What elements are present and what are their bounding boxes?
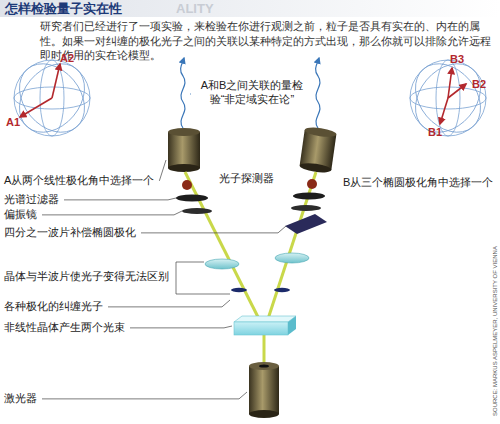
part-label: 晶体与半波片使光子变得无法区别 (3, 270, 170, 284)
photon-detector (168, 128, 200, 172)
photon (307, 179, 317, 189)
leader-line (108, 300, 230, 307)
measurement-note: A和B之间关联的量检验“非定域实在论” (191, 78, 313, 108)
polarization-sphere (6, 51, 98, 145)
part-label: A从两个线性极化角中选择一个 (3, 174, 155, 188)
vector-label: B2 (472, 78, 486, 92)
signal-wave (316, 58, 320, 128)
part-label: 四分之一波片补偿椭圆极化 (3, 226, 137, 240)
photon (182, 180, 192, 190)
spectral-filter (176, 195, 208, 202)
vector-label: A1 (6, 116, 20, 130)
part-label: B从三个椭圆极化角中选择一个 (342, 176, 494, 190)
part-label: 光谱过滤器 (3, 193, 60, 207)
leader-line (42, 392, 247, 399)
part-label: 光子探测器 (218, 172, 275, 186)
nonlinear-crystal (234, 316, 296, 335)
leader-line (141, 226, 286, 233)
part-label: 激光器 (3, 392, 38, 406)
leader-line (130, 326, 232, 328)
polarizer (291, 205, 321, 211)
leader-line (42, 211, 182, 215)
watermark: ALITY (176, 1, 214, 17)
laser (249, 362, 279, 418)
signal-wave (181, 58, 185, 128)
part-label: 各种极化的纠缠光子 (3, 300, 104, 314)
source-note: SOURCE: MARKUS ASPELMEYER, UNIVERSITY OF… (492, 246, 500, 416)
diagram-title: 怎样检验量子实在性 (5, 1, 122, 17)
part-label: 非线性晶体产生两个光束 (3, 321, 126, 335)
bracket (176, 262, 230, 294)
spectral-filter (293, 193, 325, 200)
photon-detector (299, 126, 337, 174)
leader-line (64, 198, 176, 200)
intro-text: 研究者们已经进行了一项实验，来检验在你进行观测之前，粒子是否具有实在的、内在的属… (40, 19, 492, 63)
polarizer (182, 208, 212, 214)
polarization-sphere (402, 51, 494, 145)
quarter-wave-plate (285, 214, 327, 234)
vector-label: B1 (428, 126, 442, 140)
vector-label: A2 (60, 52, 74, 66)
part-label: 偏振镜 (3, 208, 38, 222)
title-bar (0, 0, 500, 17)
half-wave-plate (275, 253, 309, 263)
compensating-crystal (231, 288, 247, 292)
half-wave-plate (205, 259, 239, 269)
vector-label: B3 (450, 53, 464, 67)
compensating-crystal (274, 288, 290, 292)
leader-line (159, 160, 166, 181)
